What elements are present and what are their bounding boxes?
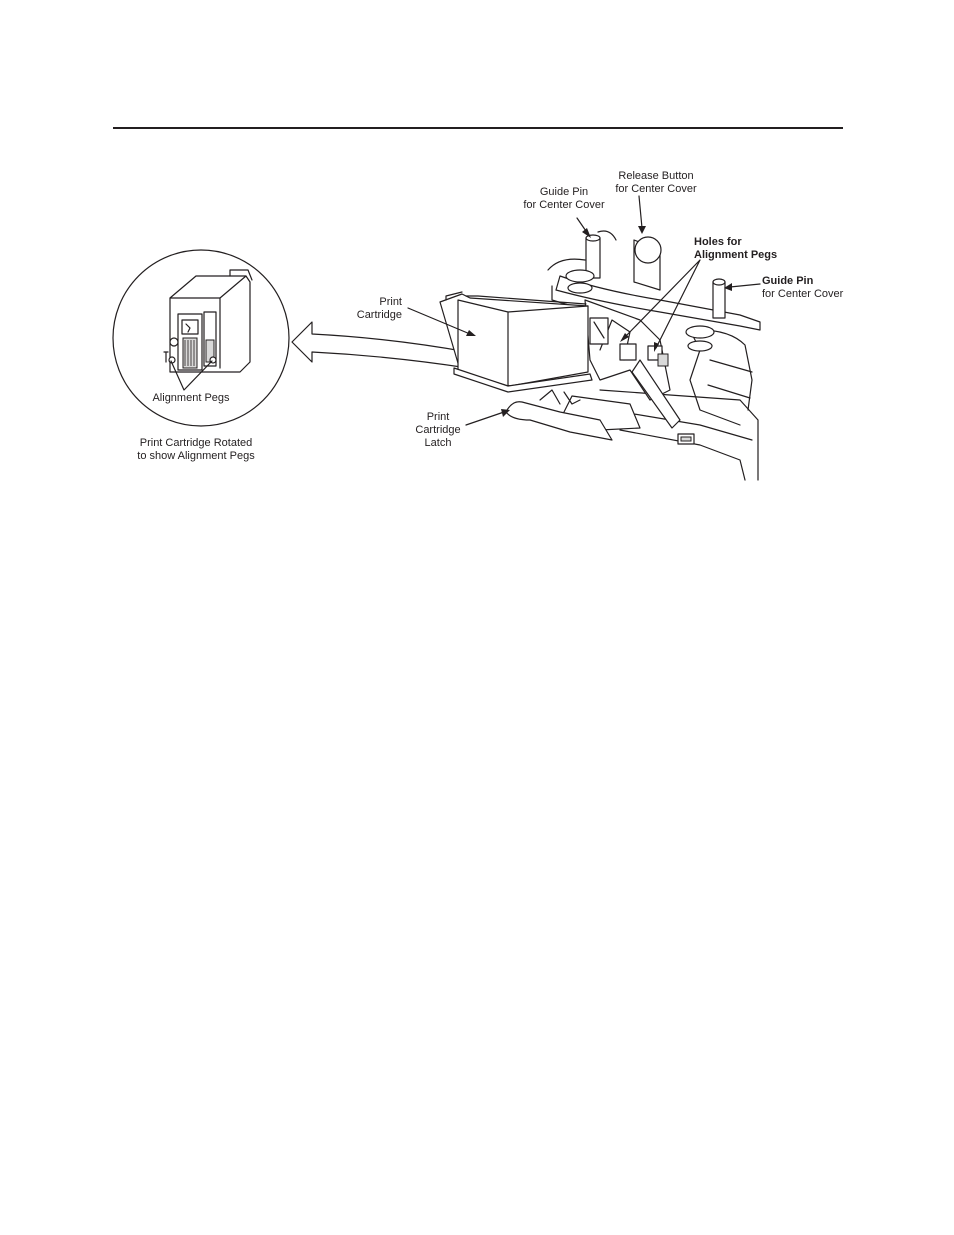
- label-guide-pin-1: Guide Pin for Center Cover: [523, 186, 605, 211]
- inset-circle: [112, 249, 290, 427]
- print-cartridge: [439, 291, 593, 393]
- header-rule: [113, 127, 843, 129]
- print-cartridge-diagram: Guide Pin for Center Cover Release Butto…: [0, 0, 954, 520]
- rotation-arrow: [291, 321, 469, 369]
- rotated-cartridge: [163, 269, 253, 391]
- alignment-peg-left: [169, 337, 179, 347]
- label-holes: Holes for Alignment Pegs: [694, 236, 778, 261]
- label-print-cartridge-latch: Print Cartridge Latch: [415, 411, 461, 449]
- figure-caption: Print Cartridge Rotated to show Alignmen…: [137, 437, 255, 462]
- label-guide-pin-2: Guide Pin for Center Cover: [762, 275, 844, 300]
- alignment-hole-1: [619, 343, 637, 361]
- leader-lines: [407, 195, 761, 426]
- diagram-drawing: [112, 195, 761, 481]
- guide-pin-right: [712, 278, 726, 286]
- print-cartridge-latch: [505, 401, 613, 441]
- label-release-button: Release Button for Center Cover: [615, 170, 697, 195]
- release-button: [634, 236, 662, 264]
- label-alignment-pegs: Alignment Pegs: [152, 392, 230, 404]
- label-print-cartridge: Print Cartridge: [356, 296, 402, 321]
- printer-carriage: [505, 230, 761, 481]
